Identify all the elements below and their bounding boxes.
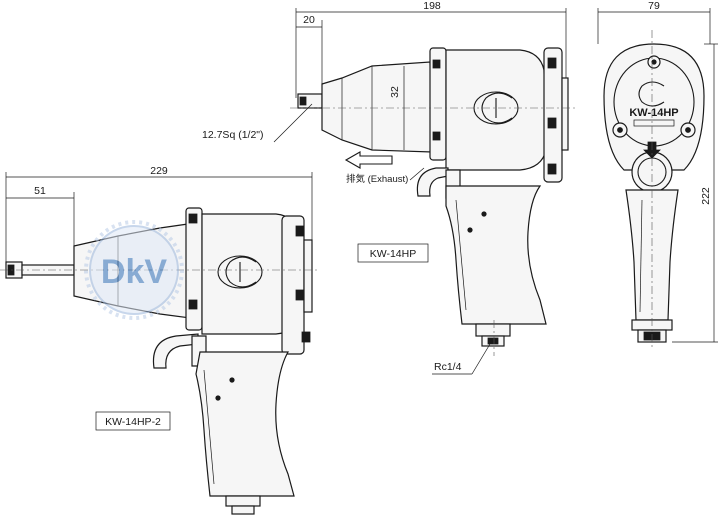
callouts: 12.7Sq (1/2") 排気 (Exhaust) Rc1/4 KW-14HP… — [95, 103, 491, 431]
dim-32: 32 — [389, 86, 401, 98]
model-label-variant: KW-14HP-2 — [105, 416, 161, 428]
callout-square-drive: 12.7Sq (1/2") — [202, 129, 264, 141]
dim-79: 79 — [648, 0, 660, 12]
tool-rear-view: KW-14HP — [603, 30, 705, 350]
dim-20: 20 — [303, 14, 315, 26]
callout-inlet: Rc1/4 — [434, 361, 462, 373]
rear-model-tag: KW-14HP — [629, 107, 678, 119]
model-label-main: KW-14HP — [370, 248, 417, 260]
dim-222: 222 — [700, 187, 712, 205]
callout-exhaust: 排気 (Exhaust) — [346, 173, 408, 185]
dim-51: 51 — [34, 185, 46, 197]
dim-229: 229 — [150, 165, 168, 177]
watermark-logo: DkV — [84, 220, 184, 320]
tool-kw14hp-side-view — [290, 47, 575, 356]
dimensions: 198 20 32 79 222 229 51 — [5, 0, 718, 343]
dim-198: 198 — [423, 0, 441, 12]
watermark-text: DkV — [101, 253, 167, 291]
